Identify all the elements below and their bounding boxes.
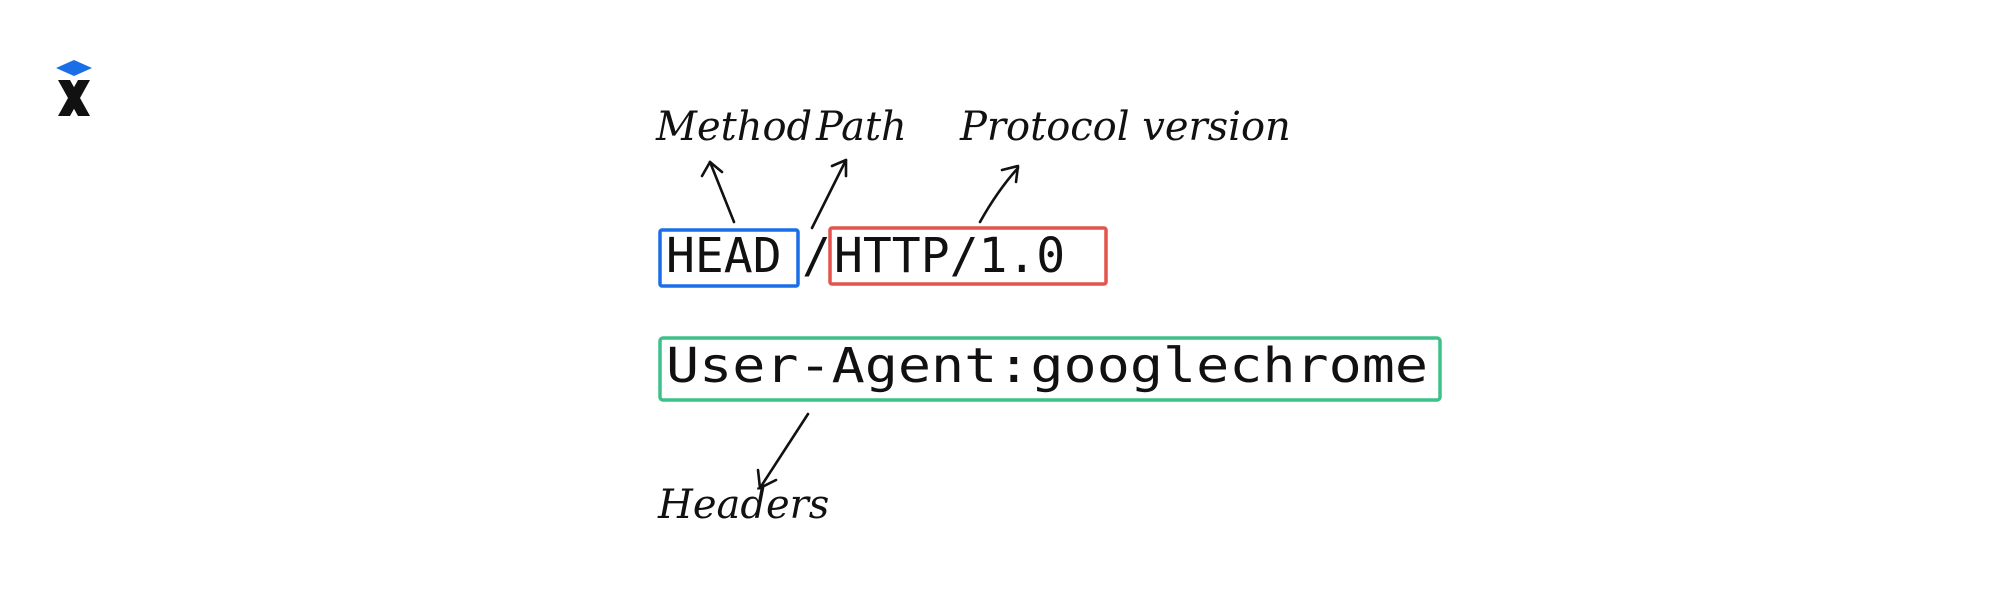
header-user-agent: User-Agent:googlechrome (666, 338, 1428, 394)
logo-x-right (58, 80, 90, 116)
logo-diamond (56, 60, 92, 76)
arrow-method (700, 160, 736, 224)
label-method: Method (655, 104, 812, 150)
protocol-box (828, 226, 1108, 286)
request-path: / (802, 228, 831, 284)
headers-box (658, 336, 1442, 402)
arrow-protocol (978, 164, 1020, 224)
x-logo-icon (56, 60, 92, 116)
request-protocol: HTTP/1.0 (834, 228, 1065, 284)
arrow-headers (756, 412, 810, 490)
label-path: Path (815, 104, 907, 150)
label-headers: Headers (657, 482, 829, 528)
request-method: HEAD (666, 228, 782, 284)
arrow-path (810, 158, 848, 230)
label-protocol-version: Protocol version (959, 104, 1291, 150)
method-box (658, 228, 800, 288)
